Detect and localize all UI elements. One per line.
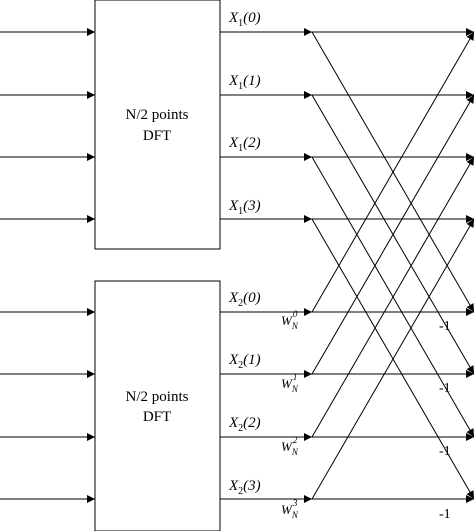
dft-block-bottom-label-2: DFT	[143, 409, 171, 425]
dft-block-bottom	[94, 280, 221, 531]
butterfly-lines	[311, 28, 474, 503]
input-arrows	[0, 28, 95, 503]
output-arrows	[220, 28, 312, 503]
negation-label-0: -1	[439, 319, 451, 334]
output-label-x2-1: X2(1)	[228, 352, 261, 371]
output-label-x1-2: X1(2)	[228, 135, 261, 154]
twiddle-labels: WN0 WN1 WN2 WN3	[281, 309, 299, 520]
twiddle-label-2: WN2	[281, 435, 299, 457]
twiddle-label-0: WN0	[281, 309, 299, 331]
butterfly-top-to-bottom-3	[311, 218, 474, 500]
output-label-x1-0: X1(0)	[228, 10, 261, 29]
negation-label-2: -1	[439, 444, 451, 459]
butterfly-top-to-bottom-2	[311, 156, 474, 438]
output-labels: X1(0) X1(1) X1(2) X1(3) X2(0) X2(1) X2(2…	[228, 10, 261, 497]
output-label-x2-0: X2(0)	[228, 290, 261, 309]
dft-block-top-label-2: DFT	[143, 128, 171, 144]
butterfly-top-to-bottom-1	[311, 94, 474, 375]
output-label-x2-3: X2(3)	[228, 478, 261, 497]
negation-label-3: -1	[439, 507, 451, 522]
negation-labels: -1 -1 -1 -1	[439, 319, 451, 522]
dft-block-top-label-1: N/2 points	[126, 107, 189, 123]
output-label-x2-2: X2(2)	[228, 415, 261, 434]
output-label-x1-1: X1(1)	[228, 73, 261, 92]
dft-block-top	[94, 0, 221, 250]
twiddle-label-1: WN1	[281, 372, 299, 394]
dft-block-bottom-label-1: N/2 points	[126, 389, 189, 405]
twiddle-label-3: WN3	[281, 498, 299, 520]
negation-label-1: -1	[439, 381, 451, 396]
output-label-x1-3: X1(3)	[228, 198, 261, 217]
